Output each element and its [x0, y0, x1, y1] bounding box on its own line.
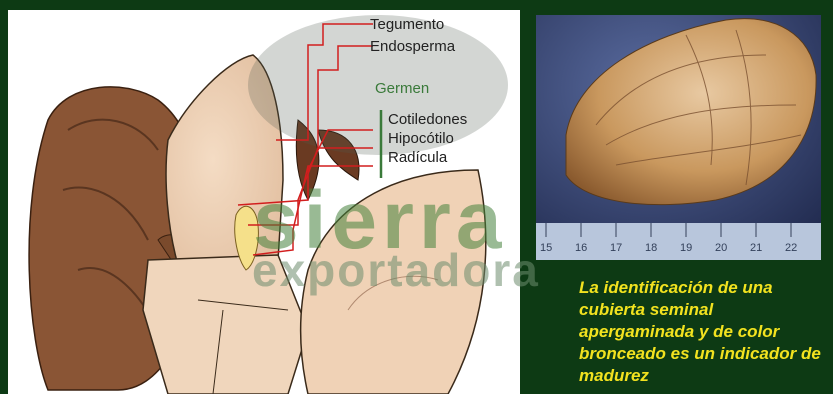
watermark-exportadora: exportadora — [252, 247, 540, 293]
ruler-number: 22 — [785, 242, 797, 254]
seed-photo: 15 16 17 18 19 20 21 22 — [536, 15, 821, 260]
caption-text: La identificación de una cubierta semina… — [579, 277, 829, 387]
ruler-number: 18 — [645, 242, 657, 254]
label-endosperma: Endosperma — [370, 39, 455, 55]
ruler-number: 15 — [540, 242, 552, 254]
ruler-number: 21 — [750, 242, 762, 254]
label-tegumento: Tegumento — [370, 17, 444, 33]
label-radicula: Radícula — [388, 150, 447, 166]
label-cotiledones: Cotiledones — [388, 112, 467, 128]
label-hipocotilo: Hipocótilo — [388, 131, 454, 147]
ruler-number: 20 — [715, 242, 727, 254]
ruler-number: 16 — [575, 242, 587, 254]
label-germen: Germen — [375, 81, 429, 97]
ruler-number: 19 — [680, 242, 692, 254]
seed-photo-illustration: 15 16 17 18 19 20 21 22 — [536, 15, 821, 260]
ruler-number: 17 — [610, 242, 622, 254]
